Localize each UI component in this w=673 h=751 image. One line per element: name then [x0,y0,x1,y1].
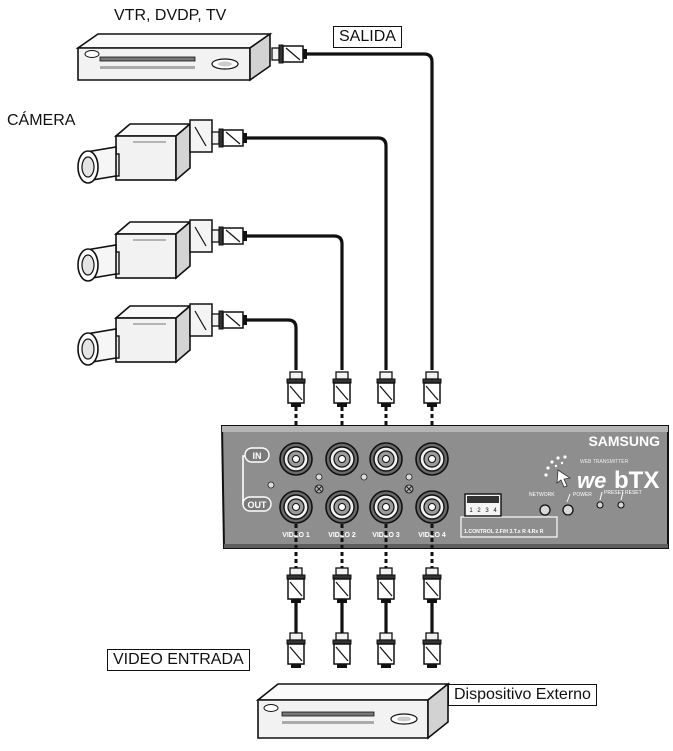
cable-camera3-to-video1 [247,318,298,370]
terminal-block[interactable]: 1 2 3 4 1.CONTROL 2.F/H 3.T.x R 4.Rx R [460,493,558,538]
network-led [539,504,551,516]
svg-text:bTX: bTX [614,467,659,494]
reset-button[interactable] [617,501,625,509]
mounting-screws [314,484,414,494]
preset-button[interactable] [596,501,604,509]
external-device [255,682,451,740]
video2-out-jack[interactable] [325,490,359,524]
camera-1-bnc-plug [211,128,248,148]
video3-out-plug [376,567,396,604]
video3-in-jack[interactable] [369,442,403,476]
video-label-2: VIDEO 2 [328,532,356,539]
video2-ext-plug [332,632,352,669]
in-label-badge [244,447,270,463]
out-label-badge [242,496,272,512]
video1-ext-plug [286,632,306,669]
external-device-label: Dispositivo Externo [448,684,597,706]
video4-ext-plug [422,632,442,669]
preset-label: PRESET [604,490,624,496]
video4-in-plug [422,371,442,408]
terminal-label: 1.CONTROL 2.F/H 3.T.x R 4.Rx R [464,529,544,535]
webtx-logo: WEB TRANSMITTER we bTX [544,455,659,494]
svg-text:2: 2 [477,508,481,514]
input-cables [247,52,434,370]
camera-1 [77,119,248,184]
output-bnc-plug [271,44,308,64]
video4-in-jack[interactable] [415,442,449,476]
power-led [562,504,574,516]
video4-out-plug [422,567,442,604]
reset-label: RESET [625,490,642,496]
video-input-label: VIDEO ENTRADA [107,649,250,671]
svg-text:4: 4 [493,508,497,514]
out-dashed-links [294,524,434,568]
svg-text:WEB TRANSMITTER: WEB TRANSMITTER [580,459,629,465]
camera-3 [77,303,248,366]
video4-out-jack[interactable] [415,490,449,524]
camera-2-bnc-plug [211,226,248,246]
brand-logo-text: SAMSUNG [588,433,660,449]
video1-in-plug [286,371,306,408]
camera-3-bnc-plug [211,310,248,330]
video-label-4: VIDEO 4 [418,532,446,539]
svg-text:1: 1 [469,508,473,514]
video1-out-jack[interactable] [279,490,313,524]
cable-camera1-to-video3 [247,136,388,370]
video3-ext-plug [376,632,396,669]
in-label: IN [253,451,262,461]
video1-in-jack[interactable] [279,442,313,476]
svg-text:3: 3 [485,508,489,514]
video2-in-jack[interactable] [325,442,359,476]
power-label: POWER [573,492,592,498]
out-label: OUT [248,500,268,510]
output-label: SALIDA [333,26,402,48]
network-label: NETWORK [529,492,555,498]
video1-out-plug [286,567,306,604]
camera-2 [77,219,248,282]
source-device [75,32,308,82]
output-cables [294,603,434,633]
svg-text:we: we [577,468,606,493]
video3-in-plug [376,371,396,408]
video2-out-plug [332,567,352,604]
video-label-1: VIDEO 1 [282,532,310,539]
cable-output-to-video4 [307,52,434,370]
video-label-3: VIDEO 3 [372,532,400,539]
video3-out-jack[interactable] [369,490,403,524]
webtx-panel: SAMSUNG WEB TRANSMITTER we bTX IN OUT [220,425,669,549]
cable-camera2-to-video2 [247,234,344,370]
source-devices-label: VTR, DVDP, TV [114,7,227,24]
camera-label: CÁMERA [7,112,76,129]
video2-in-plug [332,371,352,408]
